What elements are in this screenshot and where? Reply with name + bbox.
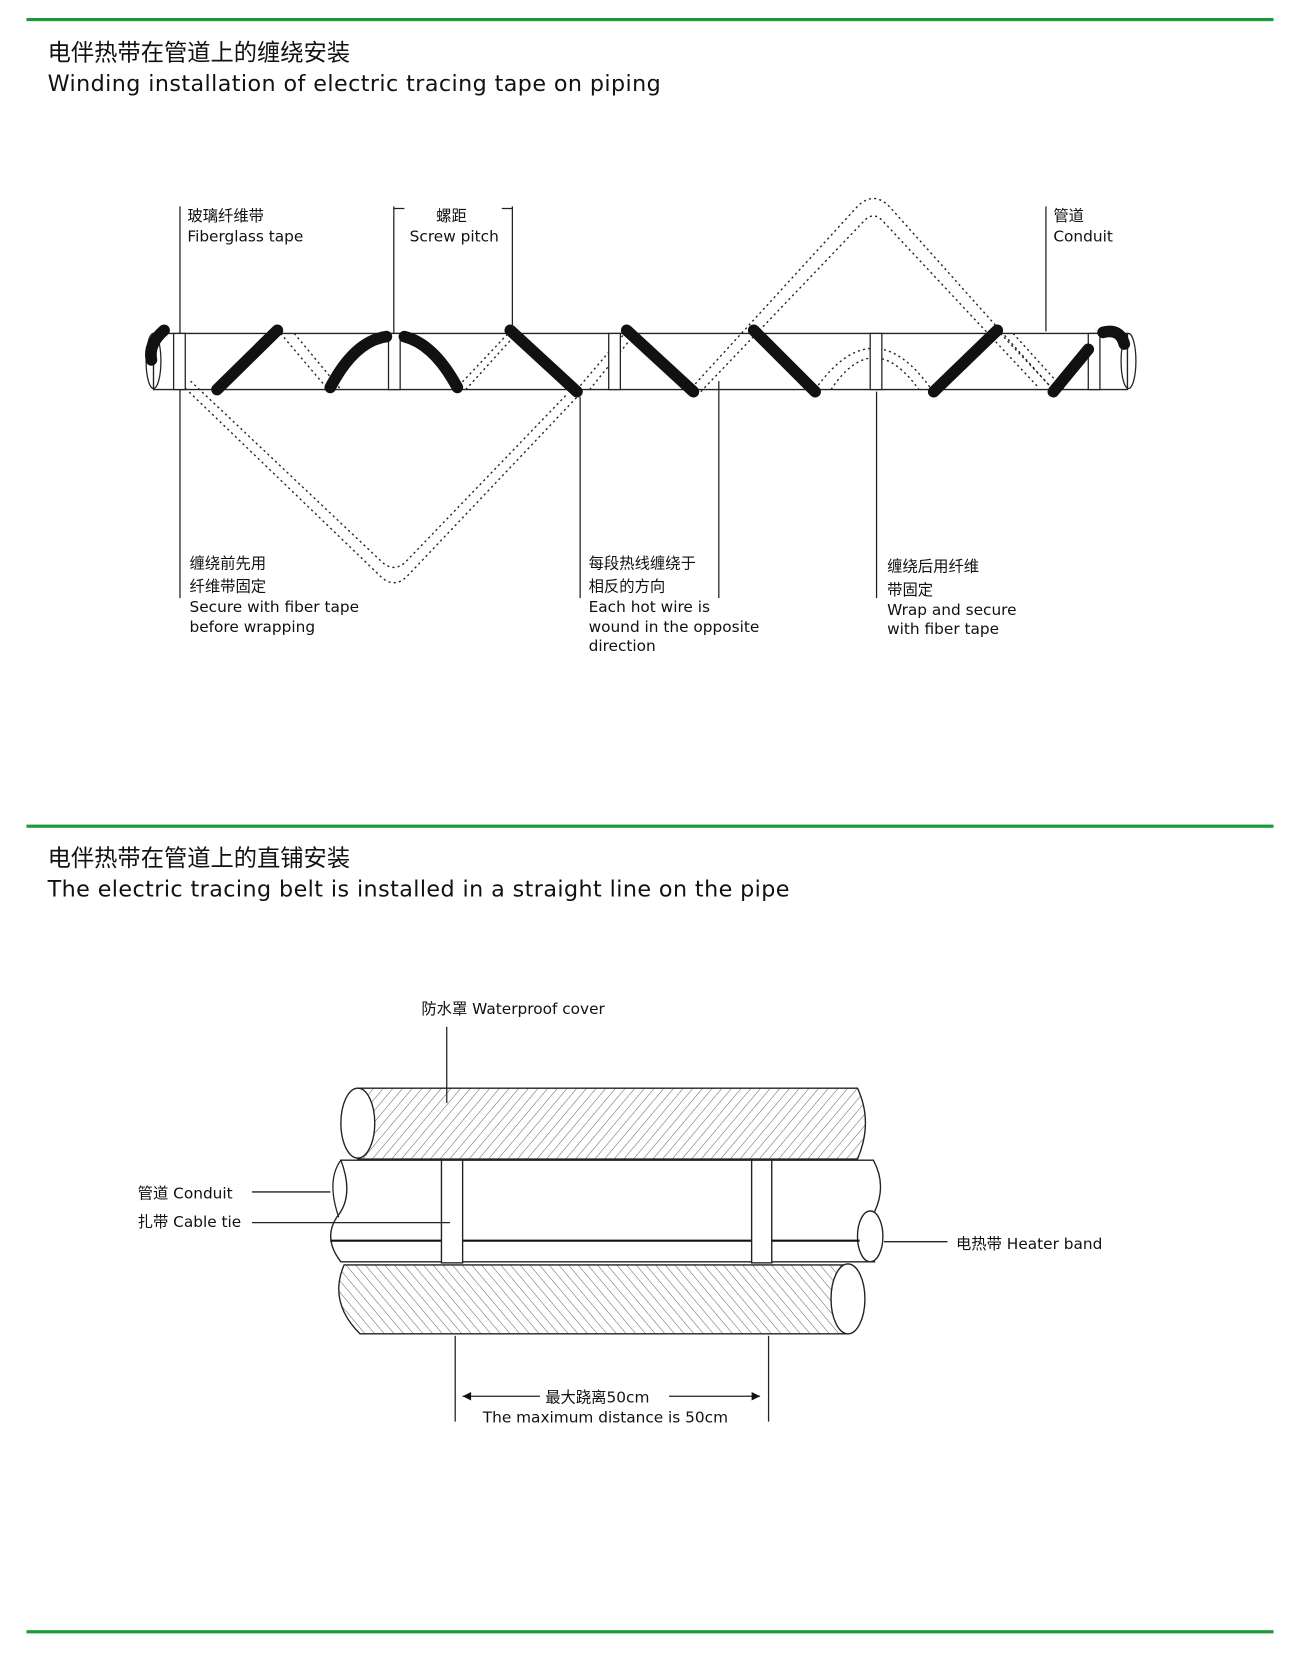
pitch-label-en: Screw pitch bbox=[410, 227, 499, 245]
wrap-label-cn-1: 缠绕后用纤维 bbox=[887, 558, 979, 576]
secure-label-cn-2: 纤维带固定 bbox=[189, 578, 266, 596]
section1-title-en: Winding installation of electric tracing… bbox=[48, 71, 662, 97]
leader-lines bbox=[179, 206, 1047, 599]
heater-band-label: 电热带 Heater band bbox=[956, 1235, 1102, 1253]
conduit-label: 管道 Conduit bbox=[138, 1184, 233, 1202]
wrap-label-en-2: with fiber tape bbox=[887, 620, 999, 638]
conduit bbox=[330, 1159, 882, 1263]
top-divider bbox=[26, 17, 1274, 22]
wrap-label-en-1: Wrap and secure bbox=[887, 601, 1016, 619]
section2-title-cn: 电伴热带在管道上的直铺安装 bbox=[48, 845, 350, 872]
secure-label-en-1: Secure with fiber tape bbox=[189, 598, 359, 616]
secure-label-cn-1: 缠绕前先用 bbox=[189, 554, 266, 572]
cable-tie-label: 扎带 Cable tie bbox=[138, 1213, 242, 1231]
fiberglass-label-en: Fiberglass tape bbox=[187, 227, 303, 245]
straight-line-diagram bbox=[251, 1026, 948, 1422]
waterproof-cover-bottom bbox=[338, 1264, 848, 1335]
opposite-label-en-2: wound in the opposite bbox=[589, 618, 760, 636]
opposite-label-cn-2: 相反的方向 bbox=[589, 578, 666, 596]
cable-tie bbox=[440, 1159, 464, 1264]
section1-title-cn: 电伴热带在管道上的缠绕安装 bbox=[48, 39, 350, 66]
heating-tape-bands bbox=[145, 324, 1131, 398]
conduit-label-en: Conduit bbox=[1053, 227, 1113, 245]
cable-tie bbox=[750, 1159, 773, 1264]
distance-label-en: The maximum distance is 50cm bbox=[482, 1409, 728, 1427]
fiberglass-label-cn: 玻璃纤维带 bbox=[187, 207, 264, 225]
pitch-label-cn: 螺距 bbox=[436, 207, 467, 225]
opposite-label-en-1: Each hot wire is bbox=[589, 598, 710, 616]
waterproof-cover-top bbox=[357, 1087, 867, 1160]
middle-divider bbox=[26, 824, 1274, 828]
waterproof-cover-label: 防水罩 Waterproof cover bbox=[421, 1000, 605, 1018]
opposite-label-cn-1: 每段热线缠绕于 bbox=[589, 554, 696, 572]
conduit-label-cn: 管道 bbox=[1053, 207, 1084, 225]
distance-label-cn: 最大跷离50cm bbox=[545, 1389, 649, 1407]
opposite-label-en-3: direction bbox=[589, 637, 656, 655]
bottom-divider bbox=[26, 1630, 1274, 1634]
section2-title-en: The electric tracing belt is installed i… bbox=[47, 877, 790, 903]
winding-diagram bbox=[145, 197, 1137, 599]
secure-label-en-2: before wrapping bbox=[189, 618, 315, 636]
wrap-label-cn-2: 带固定 bbox=[887, 581, 933, 599]
